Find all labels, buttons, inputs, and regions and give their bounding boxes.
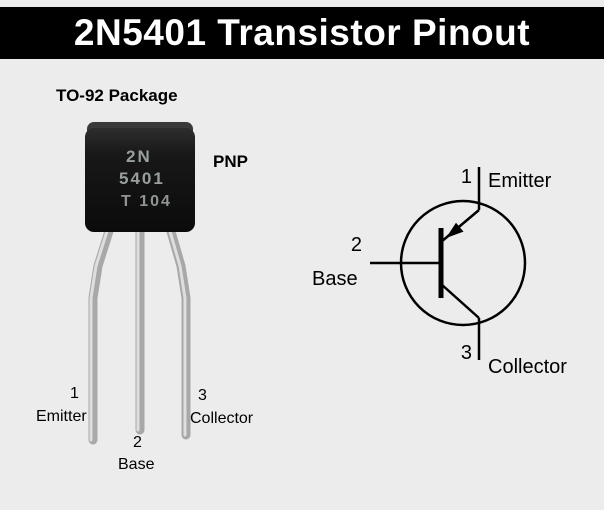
package-leads [88, 223, 191, 445]
package-type-label: TO-92 Package [56, 86, 178, 105]
package-pin3-number: 3 [198, 387, 207, 404]
to92-package-illustration: 2N 5401 T 104 [85, 122, 195, 445]
symbol-pin1-number: 1 [460, 166, 472, 188]
symbol-pin1-name: Emitter [488, 170, 552, 192]
package-pin2-name: Base [118, 456, 155, 473]
symbol-pnp-arrow [446, 222, 464, 238]
symbol-collector-diagonal [440, 283, 480, 319]
package-pin1-name: Emitter [36, 408, 87, 425]
package-marking-line2: 5401 [119, 169, 165, 188]
package-marking-line1: 2N [126, 147, 152, 166]
symbol-pin2-name: Base [312, 268, 358, 290]
package-pin1-number: 1 [70, 385, 79, 402]
package-pin2-number: 2 [133, 434, 142, 451]
symbol-pin3-number: 3 [460, 342, 472, 364]
symbol-pin3-name: Collector [488, 356, 567, 378]
page-title: 2N5401 Transistor Pinout [73, 12, 531, 53]
package-body: 2N 5401 T 104 [85, 122, 195, 232]
pnp-symbol [370, 167, 527, 360]
title-bar: 2N5401 Transistor Pinout [0, 7, 604, 59]
symbol-pin2-number: 2 [350, 234, 362, 256]
package-marking-line3: T 104 [121, 193, 172, 210]
transistor-polarity-label: PNP [213, 152, 248, 171]
package-pin3-name: Collector [190, 410, 254, 427]
